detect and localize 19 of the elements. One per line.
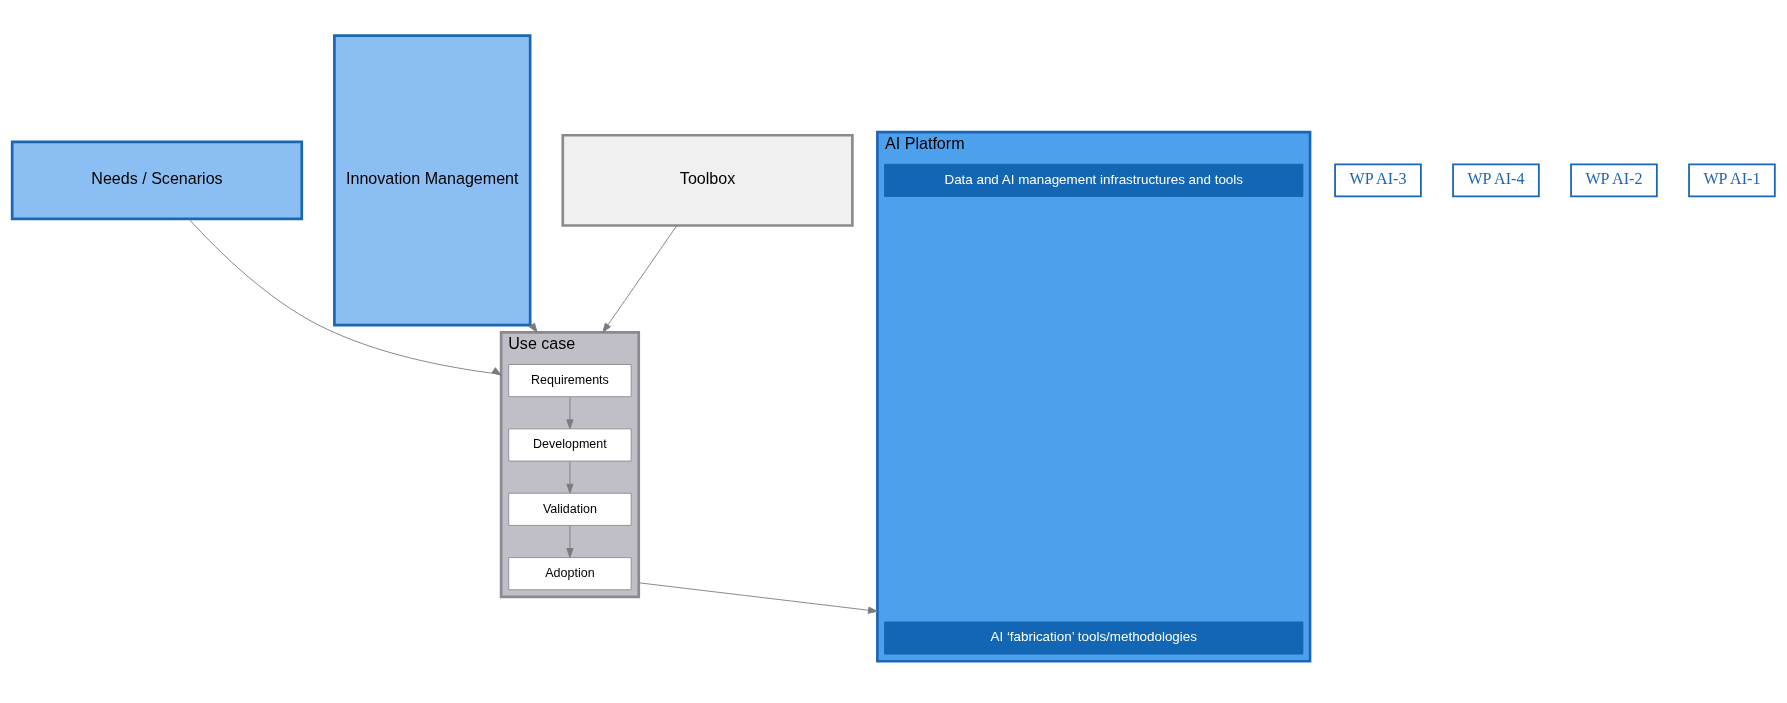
arrow bbox=[188, 218, 502, 376]
node-box: Needs / Scenarios bbox=[10, 140, 304, 220]
arrow bbox=[566, 396, 574, 429]
arrow bbox=[602, 224, 678, 333]
node-box: Validation bbox=[508, 492, 632, 526]
node-box: Adoption bbox=[508, 556, 632, 590]
arrow bbox=[566, 460, 574, 494]
arrow bbox=[638, 581, 878, 614]
node-box: WP AI-1 bbox=[1688, 162, 1776, 197]
node-box: Toolbox bbox=[561, 133, 854, 227]
node-box: AI ‘fabrication’ tools/methodologies bbox=[884, 621, 1304, 655]
arrow bbox=[566, 524, 574, 558]
node-box: Requirements bbox=[508, 363, 632, 397]
node-box: WP AI-3 bbox=[1334, 162, 1422, 197]
node-box: Development bbox=[508, 427, 632, 461]
arrow bbox=[528, 321, 538, 333]
node-box: Data and AI management infrastructures and tools bbox=[884, 163, 1304, 197]
node-box: WP AI-4 bbox=[1452, 162, 1540, 197]
node-box: WP AI-2 bbox=[1570, 162, 1658, 197]
